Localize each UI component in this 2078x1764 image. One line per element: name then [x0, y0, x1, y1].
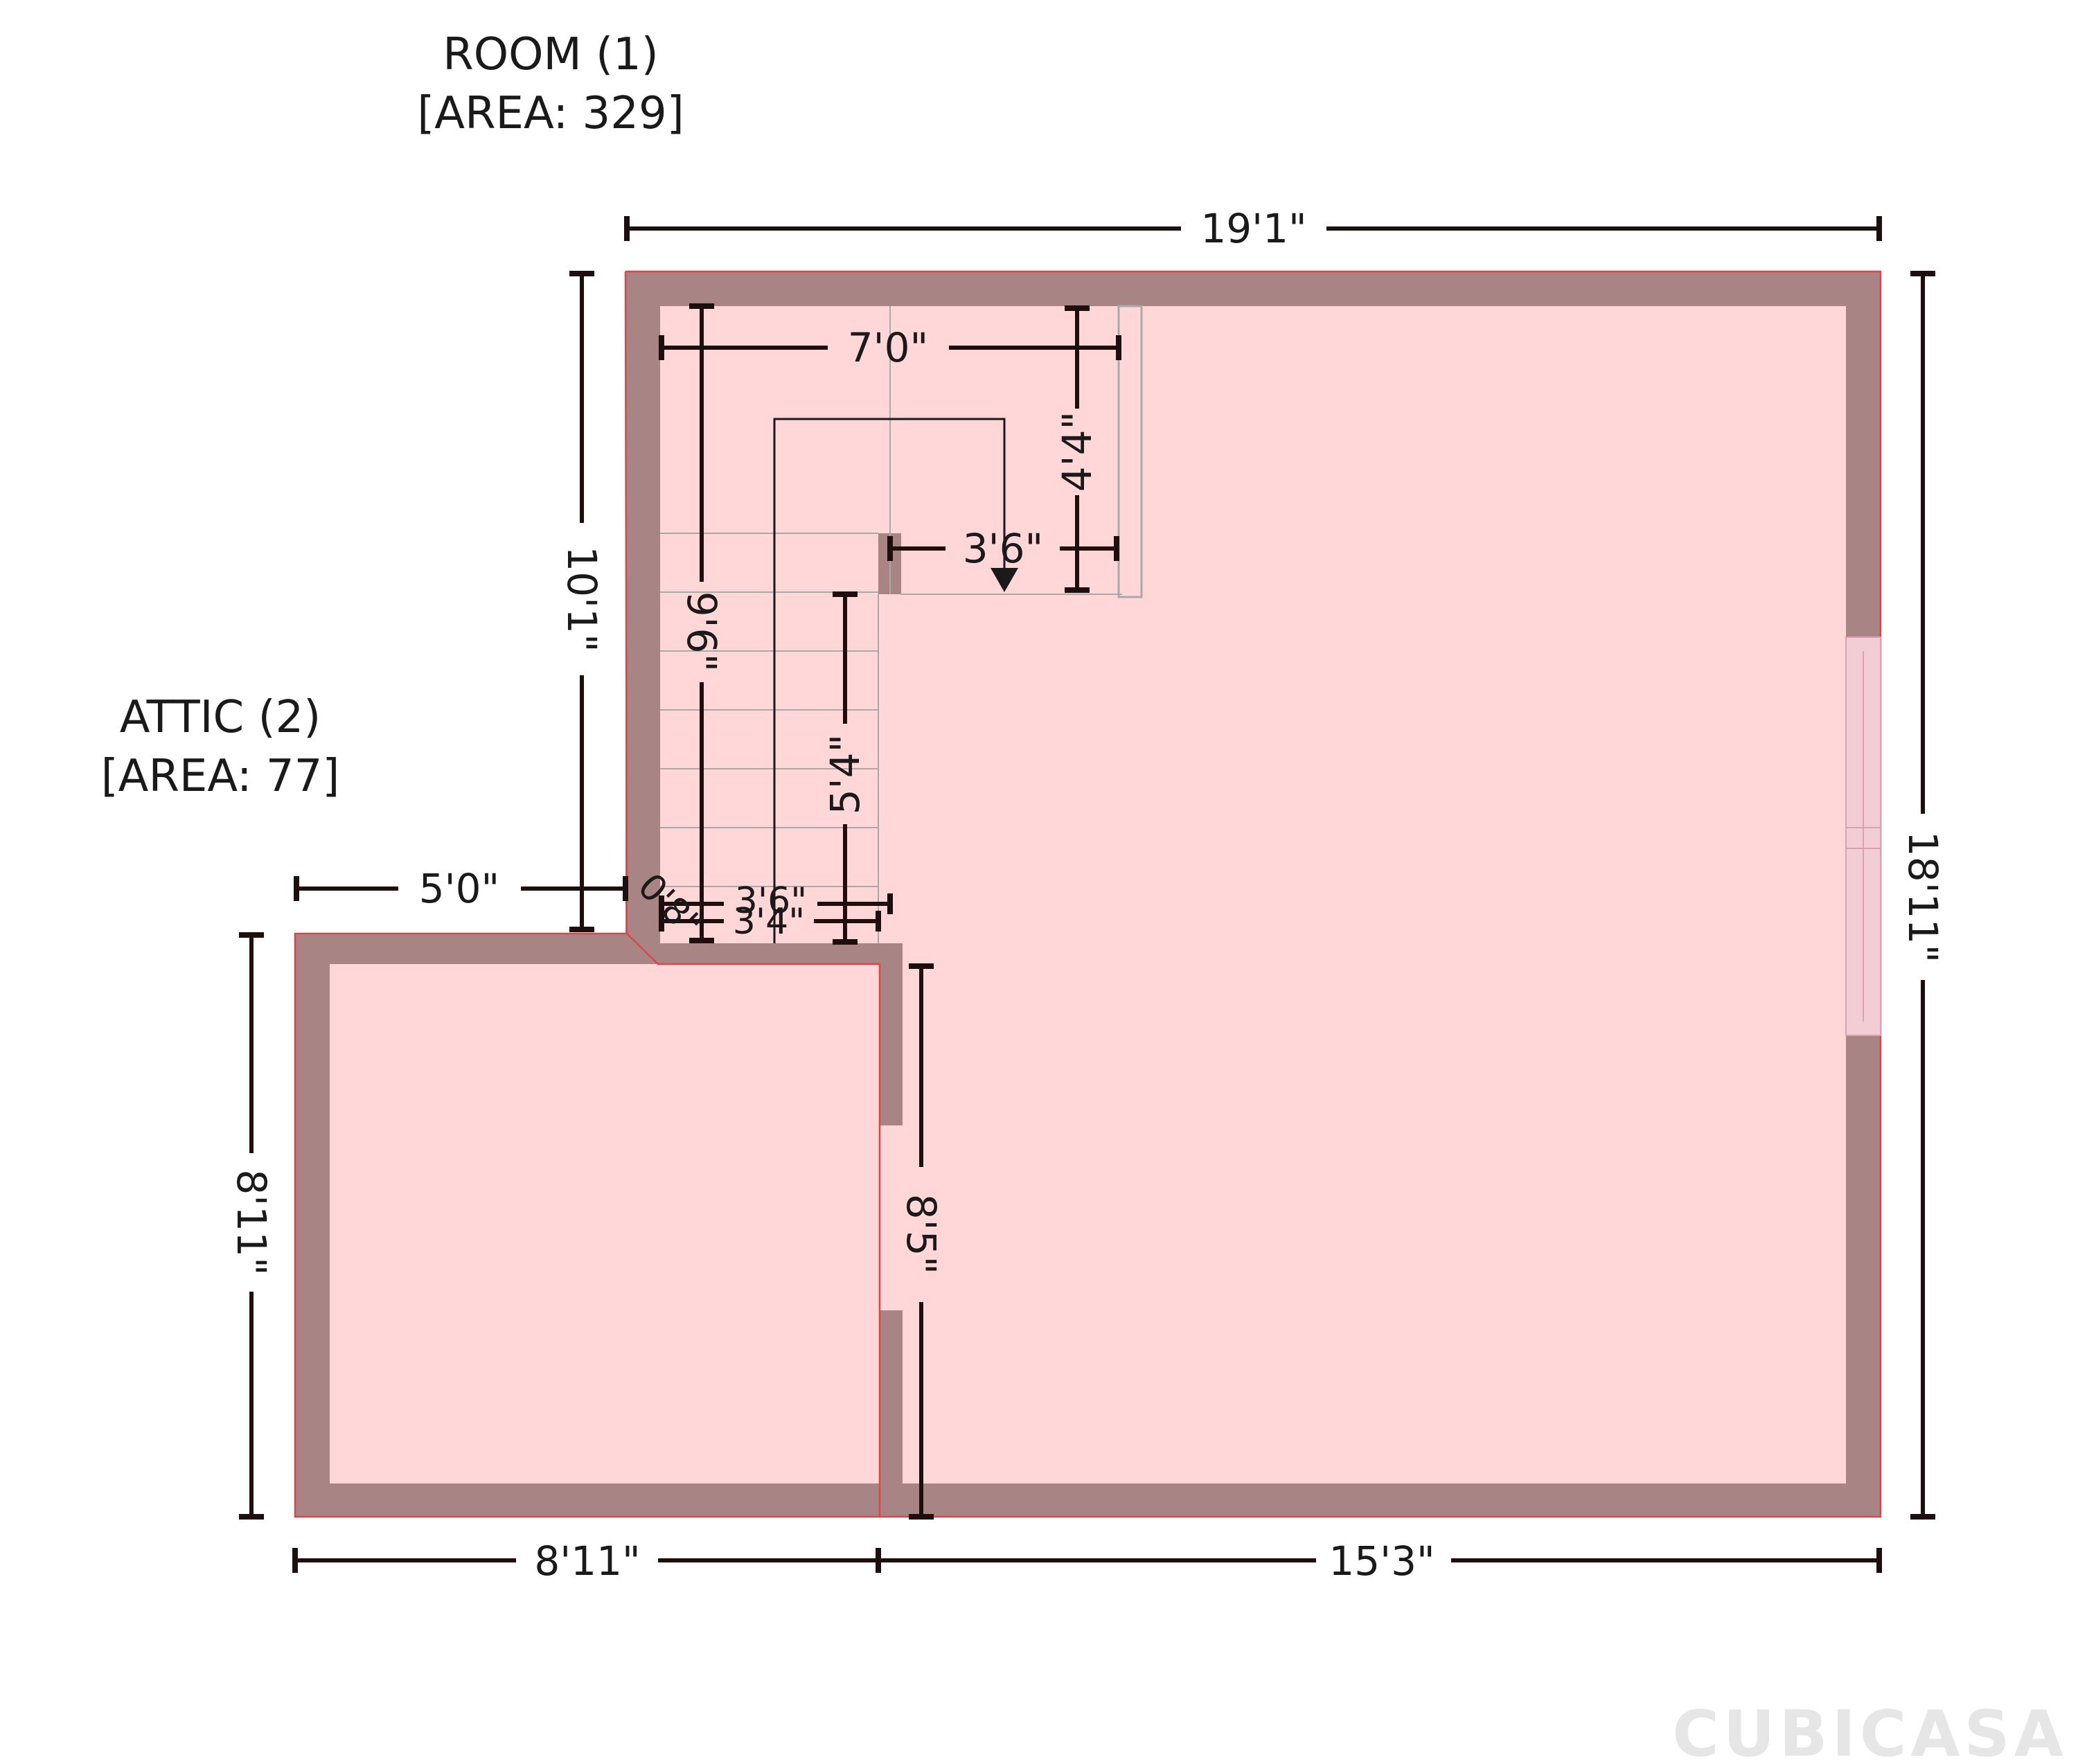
dim-stair-landing-label: 3'6": [963, 525, 1043, 572]
dimension-lines: [239, 216, 1935, 1573]
dimension-labels: 19'1" 18'11" 8'11" 15'3" 8'11" 10'1" 5'0…: [228, 205, 1946, 1585]
dim-stair-width-label: 7'0": [848, 324, 928, 371]
interior-wall-upper: [880, 943, 903, 1125]
wall-edges: [294, 270, 1882, 1518]
attic-inner-edge: [626, 933, 881, 1517]
attic-2-area: [AREA: 77]: [101, 751, 340, 802]
stair-bottom-wall: [660, 943, 903, 964]
dim-stair-bottom-b-label: 3'4": [733, 901, 805, 943]
dim-stair-run-short-label: 5'4": [822, 734, 869, 814]
dim-bottom-right-label: 15'3": [1329, 1538, 1435, 1585]
attic-2-name: ATTIC (2): [120, 692, 321, 743]
interior-opening: [880, 1125, 903, 1310]
attic-floor: [330, 964, 880, 1484]
window: [1845, 636, 1881, 1036]
dim-stair-run-long-label: 9'6": [678, 591, 725, 672]
room-1-area: [AREA: 329]: [417, 88, 684, 139]
stair-direction-arrow-icon: [991, 568, 1018, 592]
stair-direction-line: [773, 418, 1006, 943]
dim-left-attic-label: 8'11": [228, 1169, 275, 1275]
dim-stair-depth-label: 4'4": [1054, 411, 1101, 492]
dim-attic-offset-label: 5'0": [419, 865, 499, 912]
room-labels: ROOM (1) [AREA: 329] ATTIC (2) [AREA: 77…: [101, 29, 684, 802]
room-1-name: ROOM (1): [443, 29, 658, 80]
dim-right-total-label: 18'11": [1899, 831, 1946, 963]
room-1-main-floor: [903, 306, 1846, 1484]
dim-bottom-left-label: 8'11": [534, 1538, 640, 1585]
interior-wall-lower: [880, 1310, 903, 1484]
dim-interior-wall-label: 8'5": [898, 1194, 945, 1274]
stair-handrail: [1117, 305, 1143, 598]
dim-top-total-label: 19'1": [1200, 205, 1306, 252]
floors: [330, 306, 1846, 1484]
dim-stair-bottom-a-label: 3'6": [735, 880, 807, 922]
cubicasa-logo: CUBICASA: [1672, 1697, 2068, 1764]
dim-left-upper-label: 10'1": [558, 546, 605, 652]
